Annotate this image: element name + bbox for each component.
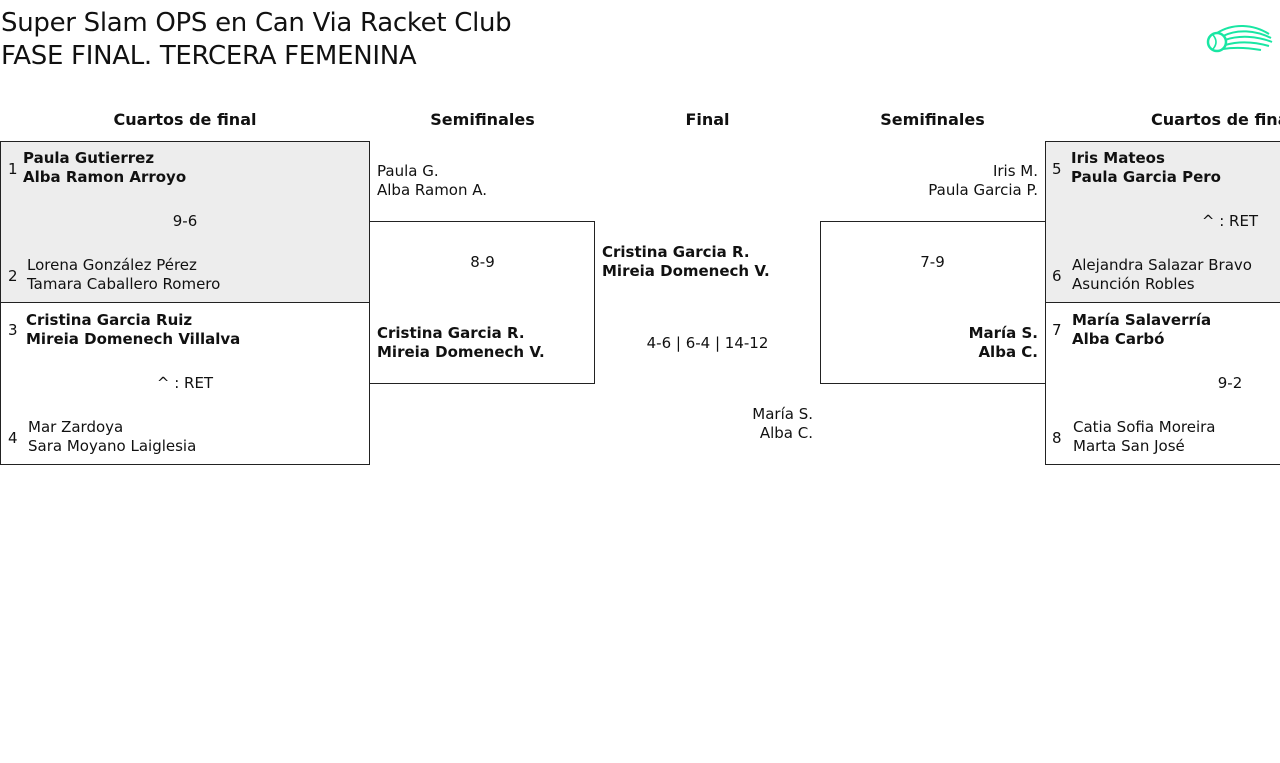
team-name: Iris M. Paula Garcia P.	[820, 162, 1038, 200]
player-name: Alba Carbó	[1072, 330, 1165, 348]
player-name: Sara Moyano Laiglesia	[28, 437, 197, 455]
quarterfinal-match-1	[0, 141, 370, 303]
quarterfinal-match-3	[1045, 141, 1280, 303]
final-score: 4-6 | 6-4 | 14-12	[646, 334, 769, 352]
seed-number: 4	[8, 429, 18, 447]
player-name: Mireia Domenech V.	[377, 343, 545, 361]
seed-number: 6	[1052, 267, 1062, 285]
quarterfinal-match-4	[1045, 303, 1280, 465]
team-name: Lorena González Pérez Tamara Caballero R…	[27, 256, 220, 294]
player-name: Paula G.	[377, 162, 439, 180]
player-name: Marta San José	[1073, 437, 1185, 455]
player-name: Iris Mateos	[1071, 149, 1165, 167]
team-name: Paula Gutierrez Alba Ramon Arroyo	[23, 149, 186, 187]
player-name: Cristina Garcia Ruiz	[26, 311, 193, 329]
seed-number: 3	[8, 321, 18, 339]
player-name: Iris M.	[992, 162, 1038, 180]
round-header-final: Final	[685, 110, 730, 129]
team-name: María Salaverría Alba Carbó	[1072, 311, 1211, 349]
round-header-right-semifinals: Semifinales	[880, 110, 985, 129]
team-name: María S. Alba C.	[820, 324, 1038, 362]
player-name: Paula Gutierrez	[23, 149, 155, 167]
team-name: Cristina Garcia R. Mireia Domenech V.	[377, 324, 545, 362]
tennis-ball-logo-icon	[1206, 25, 1273, 53]
player-name: Asunción Robles	[1072, 275, 1195, 293]
player-name: Cristina Garcia R.	[377, 324, 525, 342]
team-name: Cristina Garcia R. Mireia Domenech V.	[602, 243, 770, 281]
team-name: Paula G. Alba Ramon A.	[377, 162, 487, 200]
tournament-title: Super Slam OPS en Can Via Racket Club	[1, 8, 512, 38]
match-score: ^ : RET	[156, 374, 214, 392]
player-name: Alba C.	[759, 424, 813, 442]
seed-number: 2	[8, 267, 18, 285]
player-name: Paula Garcia P.	[928, 181, 1038, 199]
team-name: Cristina Garcia Ruiz Mireia Domenech Vil…	[26, 311, 240, 349]
seed-number: 7	[1052, 321, 1062, 339]
seed-number: 8	[1052, 429, 1062, 447]
match-score: 7-9	[920, 253, 945, 271]
player-name: Cristina Garcia R.	[602, 243, 750, 261]
seed-number: 5	[1052, 160, 1062, 178]
player-name: Alba Ramon Arroyo	[23, 168, 187, 186]
round-header-right-quarterfinals: Cuartos de final	[1151, 110, 1280, 129]
quarterfinal-match-2	[0, 303, 370, 465]
team-name: Mar Zardoya Sara Moyano Laiglesia	[28, 418, 196, 456]
player-name: Tamara Caballero Romero	[27, 275, 221, 293]
player-name: Lorena González Pérez	[27, 256, 197, 274]
player-name: María Salaverría	[1072, 311, 1212, 329]
semifinal-match-left	[369, 221, 595, 384]
player-name: Alba Ramon A.	[377, 181, 488, 199]
team-name: Catia Sofia Moreira Marta San José	[1073, 418, 1216, 456]
team-name: María S. Alba C.	[595, 405, 813, 443]
match-score: 9-2	[1217, 374, 1243, 392]
match-score: ^ : RET	[1201, 212, 1259, 230]
player-name: Paula Garcia Pero	[1071, 168, 1221, 186]
team-name: Alejandra Salazar Bravo Asunción Robles	[1072, 256, 1252, 294]
round-header-left-semifinals: Semifinales	[430, 110, 535, 129]
player-name: María S.	[752, 405, 813, 423]
match-score: 9-6	[172, 212, 198, 230]
round-header-left-quarterfinals: Cuartos de final	[113, 110, 257, 129]
player-name: Catia Sofia Moreira	[1073, 418, 1216, 436]
player-name: Mireia Domenech V.	[602, 262, 770, 280]
player-name: Mar Zardoya	[28, 418, 124, 436]
player-name: Alejandra Salazar Bravo	[1072, 256, 1252, 274]
player-name: Mireia Domenech Villalva	[26, 330, 241, 348]
player-name: María S.	[968, 324, 1038, 342]
team-name: Iris Mateos Paula Garcia Pero	[1071, 149, 1221, 187]
seed-number: 1	[8, 160, 18, 178]
match-score: 8-9	[470, 253, 495, 271]
draw-category-title: FASE FINAL. TERCERA FEMENINA	[1, 41, 417, 71]
player-name: Alba C.	[978, 343, 1038, 361]
